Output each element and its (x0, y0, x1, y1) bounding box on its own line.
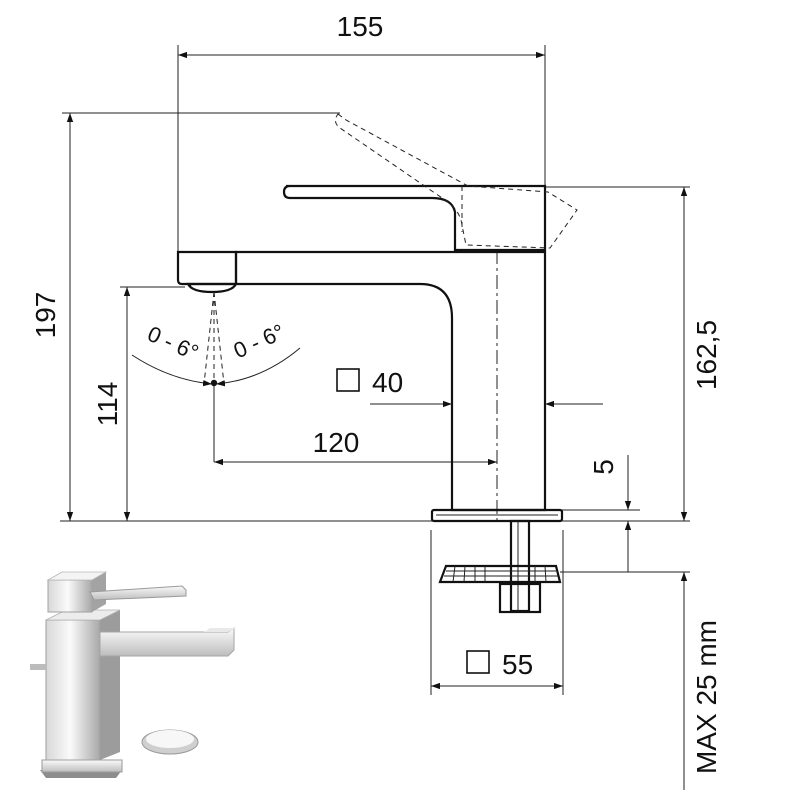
dimension-lines (66, 51, 688, 790)
angle-left-label: 0 - 6° (144, 321, 202, 365)
dim-spout-height: 114 (92, 382, 123, 427)
extension-lines (60, 45, 690, 695)
dim-spout-reach: 120 (313, 427, 360, 458)
dim-height-to-handle: 162,5 (691, 320, 722, 390)
dim-overall-width: 155 (337, 11, 384, 42)
dim-base-plate: 5 (588, 459, 619, 475)
square-section-icon (336, 368, 360, 392)
square-section-icon (466, 650, 490, 674)
dim-body-section: 40 (372, 367, 403, 398)
angle-right-label: 0 - 6° (230, 319, 288, 363)
product-photo (30, 571, 236, 778)
dim-base-section: 55 (502, 649, 533, 680)
faucet-outline (131, 113, 578, 614)
dim-max-deck: MAX 25 mm (691, 620, 722, 774)
dim-overall-height: 197 (30, 292, 61, 339)
